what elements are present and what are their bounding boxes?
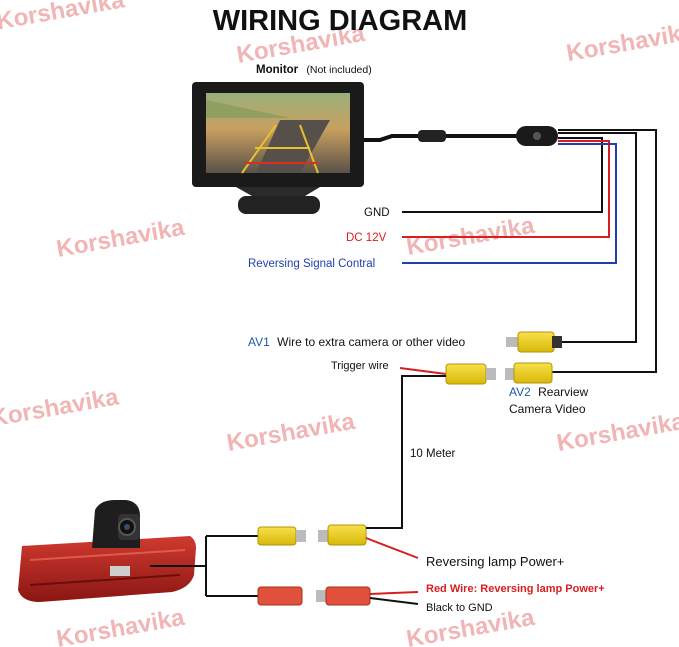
av2-line2: Camera Video <box>509 402 586 416</box>
trigger-rca-connector <box>445 363 496 385</box>
red-wire-label: Red Wire: Reversing lamp Power+ <box>426 583 605 595</box>
camera-rca-connectors <box>257 524 374 546</box>
wire-dc12v <box>402 140 610 238</box>
main-cable <box>374 375 446 529</box>
dc12v-label: DC 12V <box>346 232 387 244</box>
av2-prefix: AV2 <box>509 385 531 399</box>
monitor-label: Monitor (Not included) <box>256 64 372 76</box>
monitor-neck <box>236 187 320 196</box>
black-gnd-wire <box>369 597 419 605</box>
av1-rca-connector <box>506 331 562 353</box>
watermark: Korshavika <box>0 383 121 432</box>
cable-length-label: 10 Meter <box>410 448 456 460</box>
black-wire-label: Black to GND <box>426 602 493 614</box>
av1-label: AV1 Wire to extra camera or other video <box>248 335 466 349</box>
monitor-note: (Not included) <box>306 64 371 76</box>
page-title: WIRING DIAGRAM <box>213 5 468 37</box>
trigger-wire-label: Trigger wire <box>331 360 389 372</box>
power-connectors <box>257 586 371 606</box>
av2-label: AV2 Rearview <box>509 385 588 399</box>
monitor <box>192 82 364 214</box>
reversing-signal-label: Reversing Signal Contral <box>248 258 375 270</box>
av2-rca-connector <box>505 362 553 384</box>
monitor-stand <box>238 196 320 214</box>
monitor-cable <box>364 126 558 146</box>
watermark: Korshavika <box>225 408 358 457</box>
wire-reversing-signal <box>402 143 617 264</box>
av1-prefix: AV1 <box>248 335 270 349</box>
wire-gnd <box>402 137 603 213</box>
wire-av2 <box>552 129 657 373</box>
reversing-lamp-wire <box>365 537 419 559</box>
red-power-wire <box>369 591 419 595</box>
gnd-label: GND <box>364 207 390 219</box>
av2-text: Rearview <box>538 385 588 399</box>
watermark: Korshavika <box>564 18 679 67</box>
watermark: Korshavika <box>54 214 187 263</box>
watermark: Korshavika <box>0 0 127 35</box>
camera-cable <box>150 535 258 597</box>
trigger-wire <box>399 367 447 375</box>
wire-av1 <box>558 132 637 343</box>
watermark: Korshavika <box>54 604 187 647</box>
camera-brake-light <box>18 500 196 602</box>
monitor-label-text: Monitor <box>256 64 299 76</box>
av1-text: Wire to extra camera or other video <box>277 335 465 349</box>
reversing-lamp-label: Reversing lamp Power+ <box>426 554 564 569</box>
